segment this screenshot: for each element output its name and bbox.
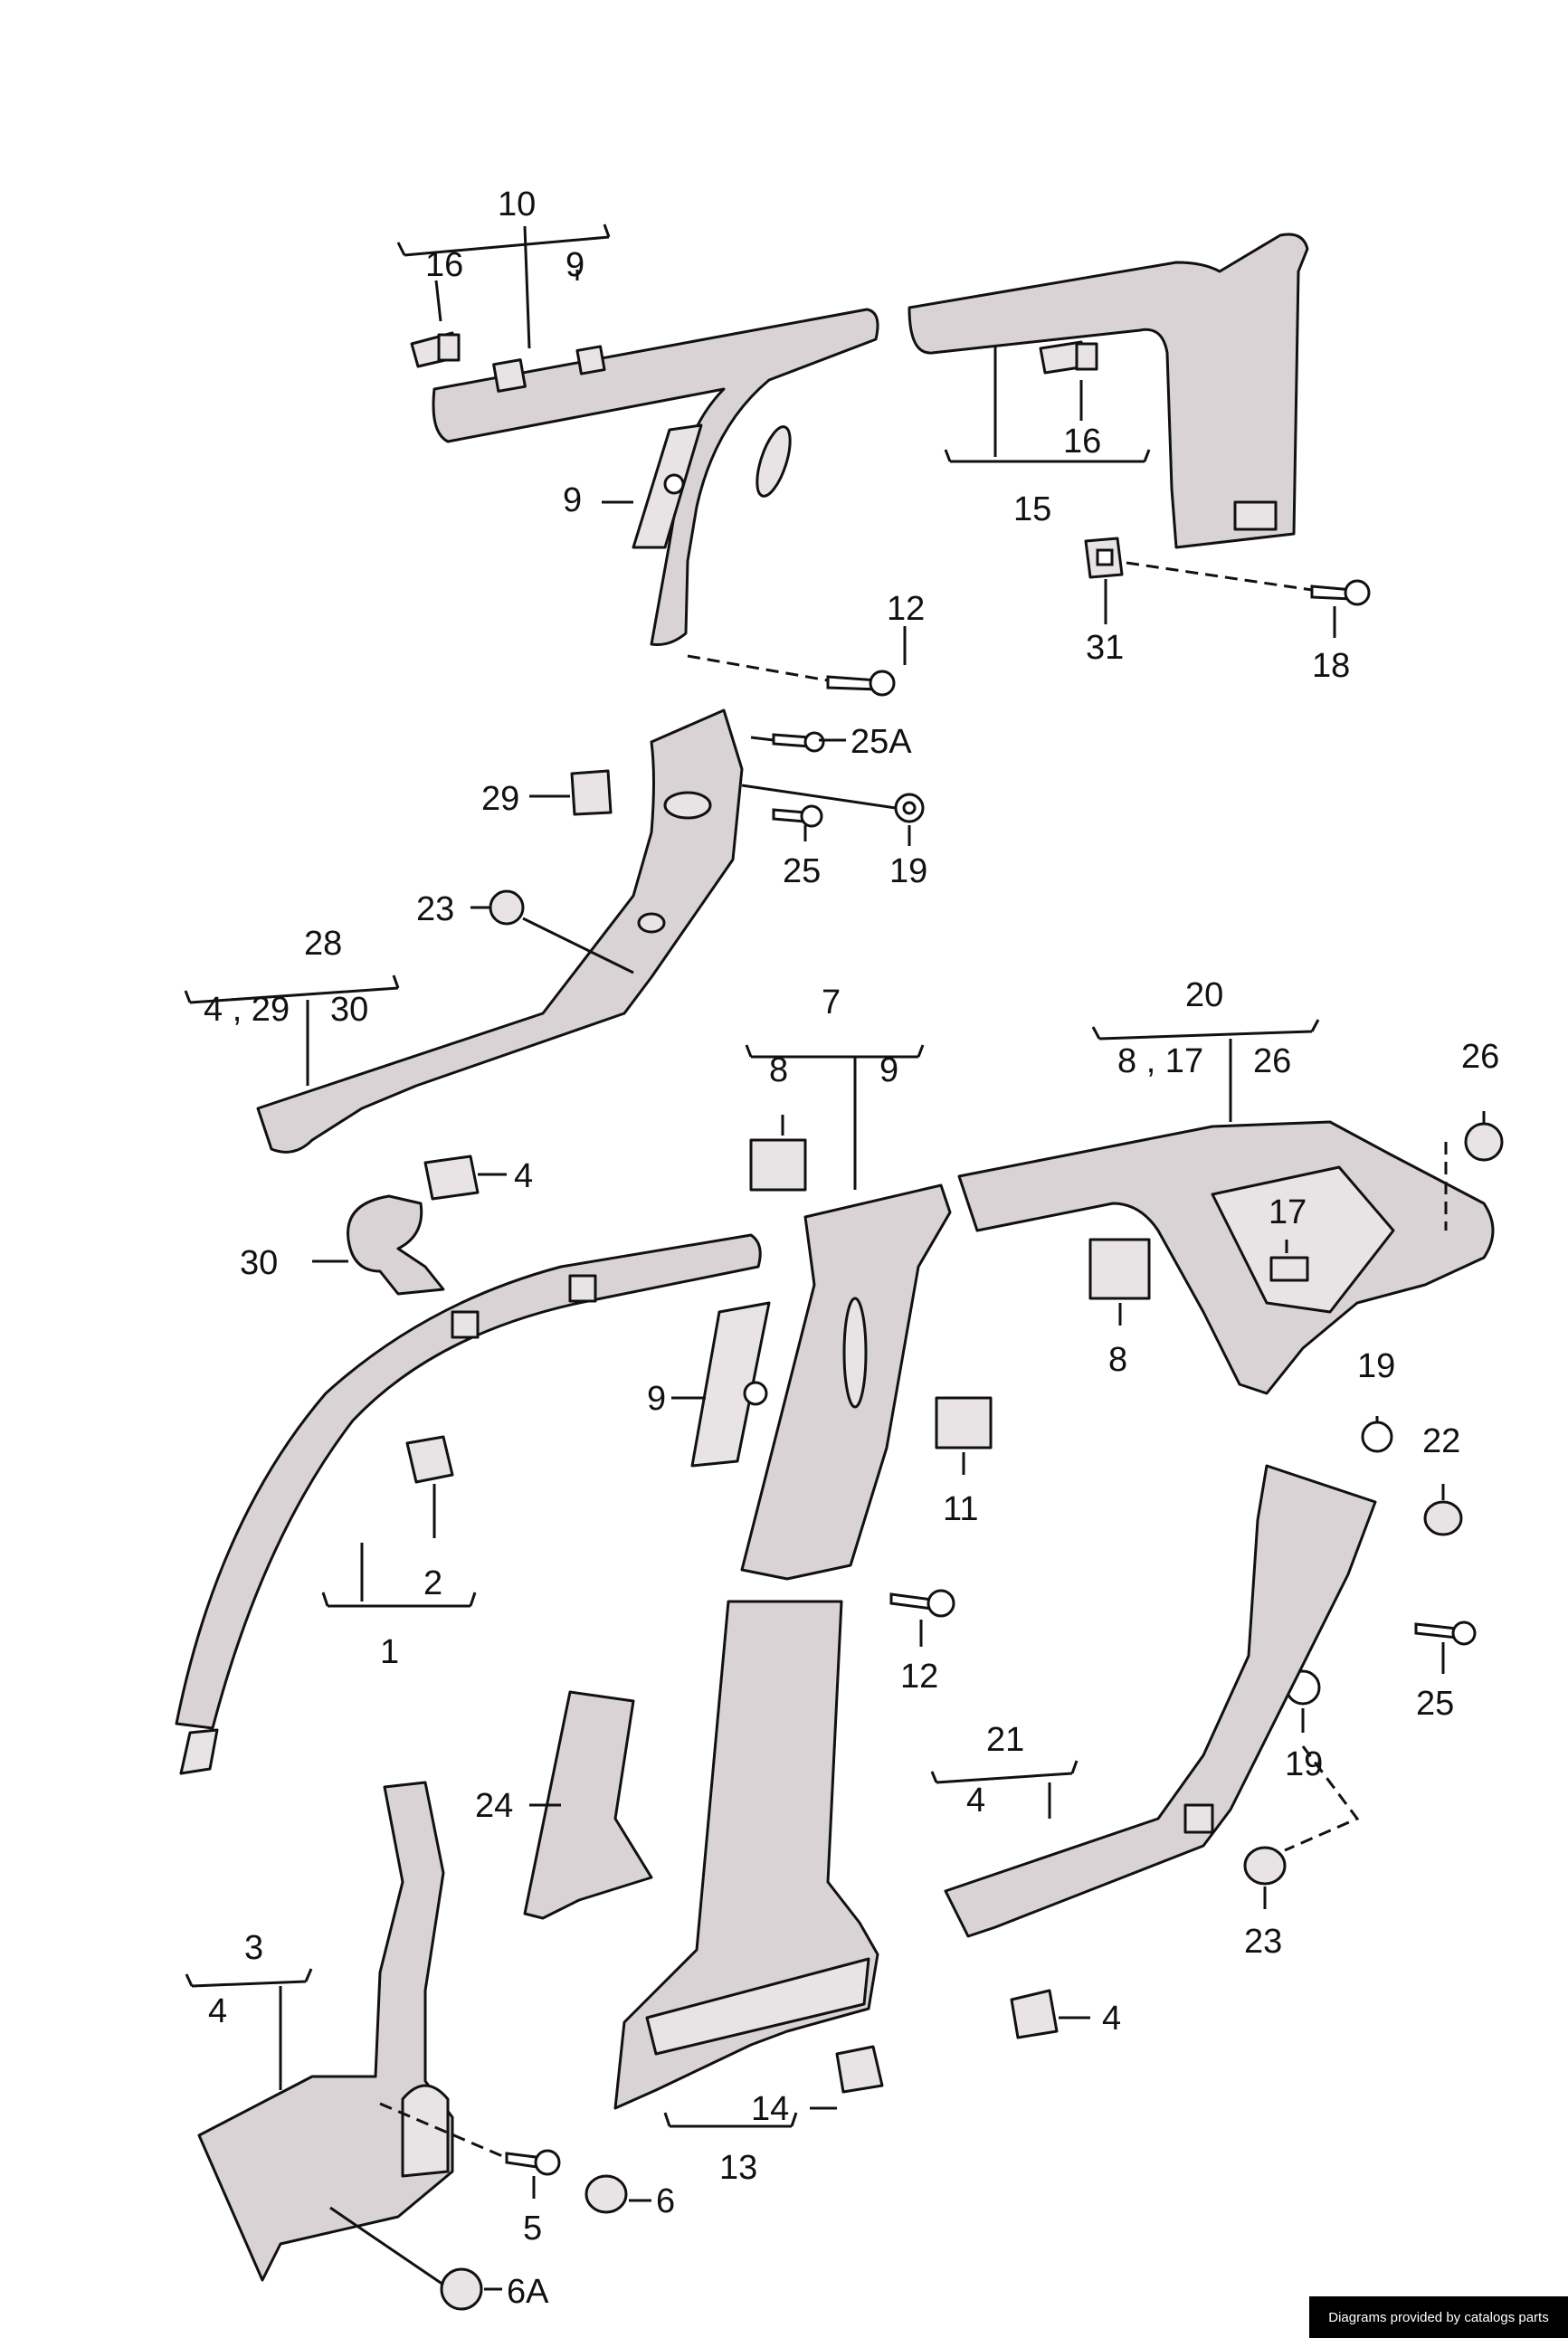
cap-23-lower: [1243, 1846, 1287, 1886]
credit-banner: Diagrams provided by catalogs parts: [1309, 2296, 1568, 2338]
label-25a: 25: [783, 852, 821, 890]
label-8b: 8: [1108, 1341, 1127, 1379]
screw-5: [505, 2149, 561, 2176]
label-16a: 16: [425, 246, 463, 284]
label-18: 18: [1312, 647, 1350, 685]
screw-18: [1310, 579, 1371, 606]
nut-19-upper: [894, 793, 925, 823]
label-8-17: 8 , 17: [1117, 1042, 1203, 1080]
label-3: 3: [244, 1929, 263, 1967]
label-19c: 19: [1285, 1745, 1323, 1783]
label-23b: 23: [1244, 1923, 1282, 1961]
label-4a: 4: [514, 1157, 533, 1195]
label-4c: 4: [208, 1992, 227, 2030]
label-8a: 8: [769, 1051, 788, 1089]
label-10: 10: [498, 185, 536, 223]
screw-12-top: [826, 670, 896, 697]
label-11: 11: [943, 1490, 978, 1528]
label-9d: 9: [647, 1380, 666, 1418]
clip-8-left: [749, 1138, 807, 1192]
cap-6A: [440, 2267, 483, 2311]
label-12b: 12: [900, 1658, 938, 1696]
bracket-30: [347, 1194, 445, 1296]
label-24: 24: [475, 1787, 513, 1825]
cap-23-upper: [489, 889, 525, 926]
trim-part-7: [740, 1183, 952, 1581]
label-25b: 25: [1416, 1685, 1454, 1723]
trim-part-1: [175, 1233, 762, 1775]
trim-part-28: [256, 708, 744, 1154]
clip-8-right: [1088, 1238, 1151, 1300]
label-20: 20: [1185, 976, 1223, 1014]
nut-19-mid: [1361, 1421, 1393, 1453]
screw-25-upper: [772, 804, 823, 828]
trim-part-10: [432, 308, 879, 646]
clip-2: [405, 1435, 454, 1484]
screw-25-lower: [1414, 1620, 1477, 1646]
clip-14: [835, 2045, 884, 2094]
label-26a: 26: [1253, 1042, 1291, 1080]
cap-26: [1464, 1122, 1504, 1162]
trim-part-20: [957, 1120, 1495, 1395]
label-1: 1: [380, 1633, 399, 1671]
label-30b: 30: [240, 1244, 278, 1282]
trim-part-15: [908, 233, 1309, 549]
screw-12-mid: [889, 1589, 955, 1618]
label-29: 29: [481, 780, 519, 818]
label-14: 14: [751, 2090, 789, 2128]
cap-6: [584, 2174, 628, 2214]
label-23a: 23: [416, 890, 454, 928]
label-28: 28: [304, 925, 342, 963]
clip-29: [570, 769, 613, 816]
label-19a: 19: [889, 852, 927, 890]
label-9a: 9: [565, 246, 584, 284]
label-12a: 12: [887, 590, 925, 628]
label-13: 13: [719, 2149, 757, 2187]
label-9c: 9: [879, 1051, 898, 1089]
label-30a: 30: [330, 991, 368, 1029]
pad-9-top: [632, 423, 703, 549]
label-16b: 16: [1063, 423, 1101, 461]
clip-16-left: [410, 331, 461, 368]
label-9b: 9: [563, 481, 582, 519]
clip-4-top: [423, 1155, 480, 1201]
label-6A: 6A: [507, 2273, 549, 2311]
label-4b: 4: [966, 1782, 985, 1820]
callout-lines: [184, 223, 1486, 2291]
label-5: 5: [523, 2210, 542, 2248]
part-labels: 10 16 9 9 16 15 12 31 18 25A 29 25 19 23…: [204, 185, 1499, 2311]
trim-part-24: [523, 1690, 653, 1920]
screw-25A: [772, 731, 825, 753]
label-19b: 19: [1357, 1347, 1395, 1385]
label-21: 21: [986, 1721, 1024, 1759]
pad-9-mid: [690, 1301, 771, 1468]
label-4d: 4: [1102, 2000, 1121, 2038]
trim-part-21: [944, 1464, 1377, 1938]
label-15: 15: [1013, 490, 1051, 528]
clip-11: [935, 1396, 993, 1449]
clip-31: [1084, 537, 1124, 579]
cap-22: [1423, 1500, 1463, 1536]
trim-part-3: [197, 1781, 454, 2282]
label-25A: 25A: [851, 723, 912, 761]
label-7: 7: [822, 984, 841, 1022]
label-22: 22: [1422, 1422, 1460, 1460]
label-2: 2: [423, 1564, 442, 1602]
trim-part-13: [613, 1600, 879, 2110]
label-17: 17: [1269, 1193, 1307, 1231]
label-4-29: 4 , 29: [204, 991, 290, 1029]
clip-4-right: [1010, 1989, 1059, 2039]
label-6: 6: [656, 2182, 675, 2220]
clip-16-right: [1039, 340, 1098, 375]
label-26b: 26: [1461, 1038, 1499, 1076]
label-31: 31: [1086, 629, 1124, 667]
